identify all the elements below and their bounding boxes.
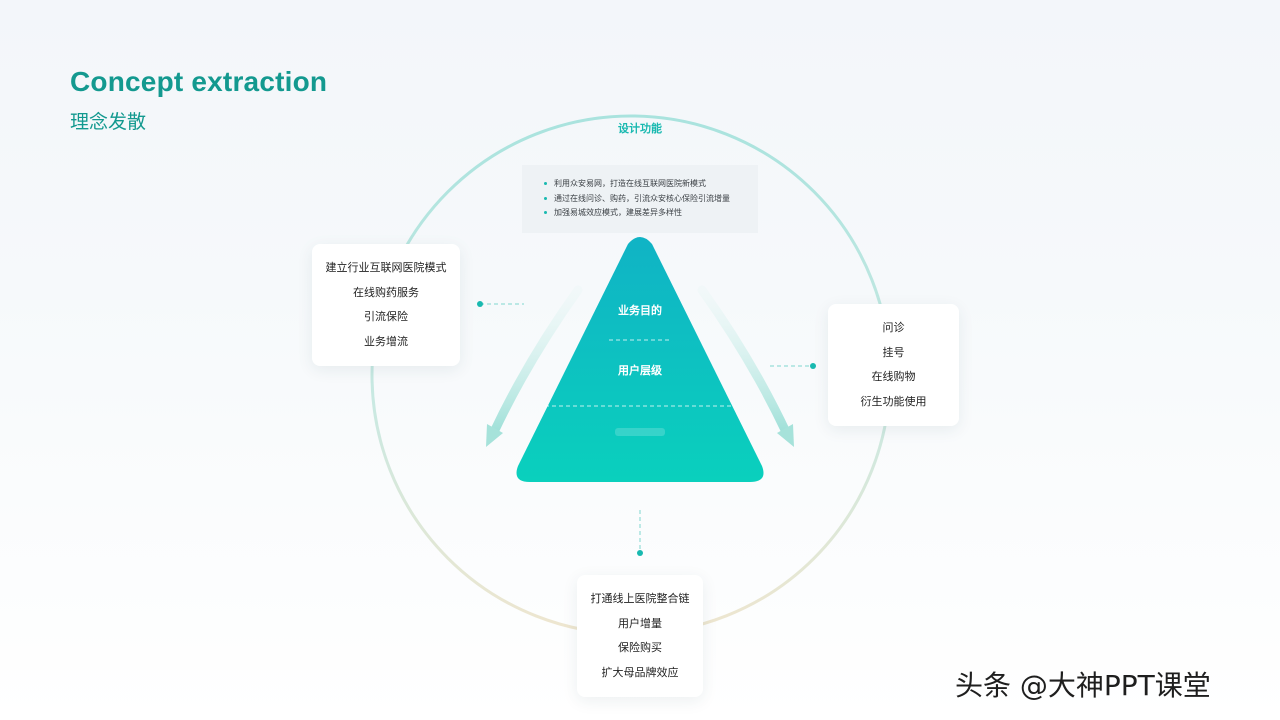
- card-item: 衍生功能使用: [860, 394, 927, 408]
- connector-right-dot: [810, 363, 816, 369]
- bullet-list: 利用众安易网，打造在线互联网医院新模式 通过在线问诊、购药，引流众安核心保险引流…: [544, 177, 758, 221]
- card-item: 问诊: [882, 321, 905, 334]
- pyramid-level-user: 用户层级: [618, 364, 662, 377]
- card-item: 业务增流: [364, 334, 408, 348]
- card-item: 用户增量: [618, 616, 662, 630]
- page-subtitle: 理念发散: [70, 111, 147, 133]
- connector-bottom-dot: [637, 550, 643, 556]
- watermark: 头条 @大神PPT课堂: [955, 669, 1211, 702]
- left-arrow-head: [486, 424, 503, 447]
- card-item: 在线购物: [871, 370, 916, 383]
- card-item: 保险购买: [618, 641, 662, 654]
- page-title: Concept extraction: [70, 66, 328, 97]
- card-item: 建立行业互联网医院模式: [325, 261, 447, 274]
- pyramid-level-business-purpose: 业务目的: [618, 304, 662, 317]
- pyramid: [516, 237, 764, 482]
- card-right: 问诊 挂号 在线购物 衍生功能使用: [828, 304, 959, 426]
- pyramid-faded-label: [615, 428, 665, 436]
- right-arrow-head: [777, 424, 794, 447]
- right-arrow: [697, 285, 791, 437]
- circle-label: 设计功能: [618, 122, 662, 135]
- card-item: 扩大母品牌效应: [601, 665, 679, 679]
- card-item: 打通线上医院整合链: [590, 592, 690, 605]
- bullet-item: 通过在线问诊、购药，引流众安核心保险引流增量: [544, 192, 758, 207]
- card-item: 在线购药服务: [353, 285, 419, 299]
- card-item: 引流保险: [364, 310, 408, 323]
- card-left: 建立行业互联网医院模式 在线购药服务 引流保险 业务增流: [312, 244, 460, 366]
- left-arrow: [489, 285, 583, 437]
- card-bottom: 打通线上医院整合链 用户增量 保险购买 扩大母品牌效应: [577, 575, 703, 697]
- bullet-box: 利用众安易网，打造在线互联网医院新模式 通过在线问诊、购药，引流众安核心保险引流…: [522, 165, 758, 233]
- card-item: 挂号: [882, 345, 905, 359]
- connector-left-dot: [477, 301, 483, 307]
- bullet-item: 加强易城效应模式，建展差异多样性: [544, 206, 758, 221]
- bullet-item: 利用众安易网，打造在线互联网医院新模式: [544, 177, 758, 192]
